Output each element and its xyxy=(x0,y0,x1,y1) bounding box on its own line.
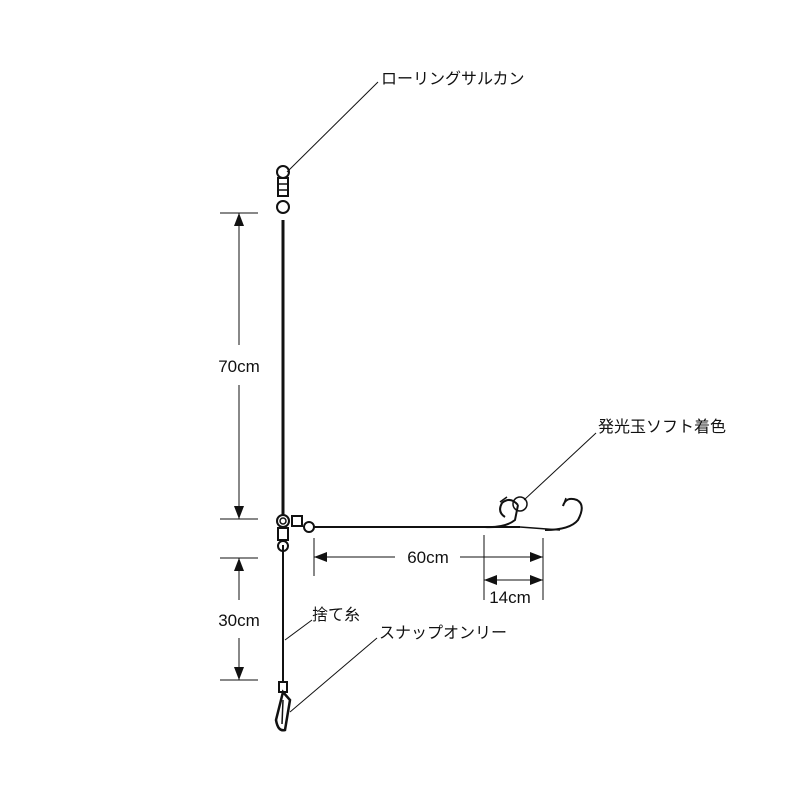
dimension-70cm xyxy=(220,212,258,520)
leader-bead xyxy=(523,432,597,501)
dimension-60cm xyxy=(313,538,544,576)
label-snap: スナップオンリー xyxy=(379,623,507,642)
dimension-30cm xyxy=(220,557,258,681)
dim-label-14cm: 14cm xyxy=(489,588,531,607)
dimension-14cm xyxy=(483,535,544,600)
hook-2-icon xyxy=(544,497,583,531)
top-swivel-icon xyxy=(276,165,290,214)
leader-snap xyxy=(289,637,378,713)
leader-swivel xyxy=(286,81,379,173)
glow-bead-icon xyxy=(512,496,528,512)
label-swivel: ローリングサルカン xyxy=(381,69,525,88)
dim-label-60cm: 60cm xyxy=(407,548,449,567)
leader-sinker-line xyxy=(284,619,313,641)
dim-label-70cm: 70cm xyxy=(218,357,260,376)
label-bead: 発光玉ソフト着色 xyxy=(598,417,726,436)
label-sinker-line: 捨て糸 xyxy=(312,605,360,624)
dim-label-30cm: 30cm xyxy=(218,611,260,630)
snap-icon xyxy=(274,681,292,732)
